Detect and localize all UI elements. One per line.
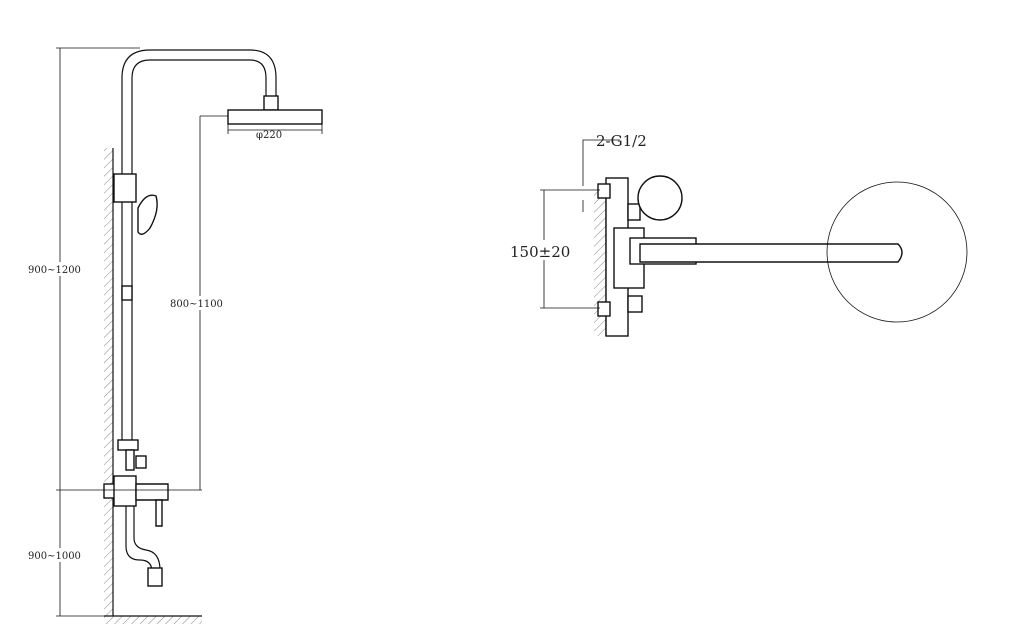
upper-knob — [627, 203, 641, 221]
floor-hatch — [104, 616, 202, 624]
head-diameter-label: φ220 — [256, 130, 282, 141]
wall-hatch — [104, 148, 113, 616]
spout-inner — [133, 506, 161, 586]
wall-bracket — [113, 173, 137, 203]
hand-shower — [137, 194, 158, 235]
side-elevation-view: φ220 900~1200 900~1000 800~1100 — [26, 47, 323, 624]
diverter-body — [125, 449, 135, 471]
lower-inlet-nut — [597, 301, 611, 317]
riser-outer — [121, 49, 277, 445]
inlet-leader-line — [582, 139, 620, 186]
head-height-label: 800~1100 — [170, 299, 223, 310]
upper-inlet-nut — [597, 183, 611, 199]
diverter-collar — [117, 439, 139, 451]
handle-lever — [155, 499, 163, 527]
shower-arm-connector — [263, 95, 279, 111]
inlet-label: 2-G1/2 — [596, 132, 647, 150]
mixer-handle — [135, 483, 169, 501]
inlet-spacing-label: 150±20 — [510, 243, 570, 261]
top-plan-view: 150±20 2-G1/2 — [508, 132, 968, 337]
plan-shower-arm — [639, 243, 903, 263]
diverter-knob — [135, 455, 147, 469]
shower-head — [227, 109, 323, 125]
plan-wall-hatch — [594, 188, 606, 336]
riser-inner — [131, 59, 267, 445]
mixer-height-label: 900~1000 — [28, 551, 81, 562]
total-height-label: 900~1200 — [28, 265, 81, 276]
mixer-body — [113, 475, 137, 507]
slide-holder — [121, 285, 133, 301]
spout-outlet — [147, 567, 163, 587]
hand-shower-plan — [637, 175, 683, 221]
plan-shower-head — [826, 181, 968, 323]
lower-knob — [627, 295, 643, 313]
